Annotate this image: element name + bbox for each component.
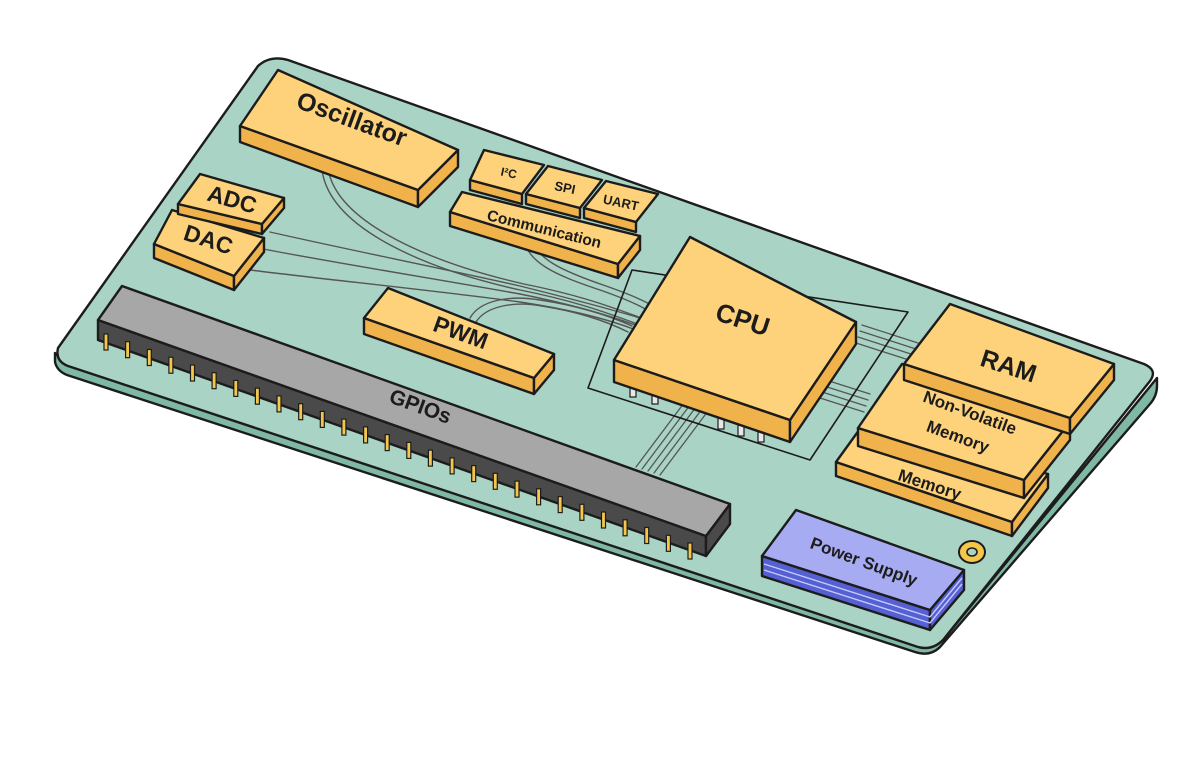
gpio-pin <box>449 457 455 475</box>
uart-chip: UART <box>582 179 660 234</box>
gpio-pin <box>384 434 390 452</box>
adc-dac-module: DAC ADC <box>152 172 286 292</box>
gpio-pin <box>298 403 304 421</box>
gpio-pin <box>276 395 282 413</box>
board-top <box>56 57 1155 650</box>
gpio-pin <box>579 503 585 521</box>
gpio-pin <box>471 465 477 483</box>
cpu-chip: CPU <box>612 235 858 444</box>
gpio-pin <box>341 418 347 436</box>
cpu-footprint <box>587 269 909 461</box>
gpio-pin <box>644 526 650 545</box>
gpio-pin <box>103 333 109 351</box>
wire-bundles <box>249 167 919 476</box>
gpio-pin <box>124 341 131 359</box>
gpio-pin <box>254 387 260 405</box>
i2c-label: I²C <box>500 165 519 182</box>
oscillator-chip: Oscillator <box>238 68 460 209</box>
circuit-board <box>53 57 1159 655</box>
gpio-pin <box>622 519 628 537</box>
gpio-pin <box>492 472 498 490</box>
gpio-pin <box>687 542 693 560</box>
gpio-pin <box>211 372 217 390</box>
pwm-chip: PWM <box>362 286 556 396</box>
gpio-pin <box>319 410 325 428</box>
gpio-pin <box>600 511 607 529</box>
gpio-pin <box>557 496 563 514</box>
spi-label: SPI <box>553 178 577 197</box>
gpio-pin <box>233 379 239 397</box>
i2c-chip: I²C <box>468 148 546 206</box>
gpio-pin <box>146 348 152 367</box>
board-edge <box>53 351 1159 655</box>
spi-chip: SPI <box>524 164 604 220</box>
gpio-pins <box>103 333 693 560</box>
gpio-pin <box>665 534 672 552</box>
gpio-pin <box>406 441 412 459</box>
gpio-pin <box>363 426 369 444</box>
gpio-pin <box>535 488 542 506</box>
communication-module: Communication I²C SPI UART <box>448 148 660 280</box>
gpio-pin <box>427 449 433 467</box>
gpio-pin <box>514 480 520 498</box>
gpio-pin <box>168 356 174 374</box>
uart-label: UART <box>602 192 640 214</box>
mounting-hole <box>958 540 986 564</box>
gpio-pin <box>189 364 196 382</box>
gpio-header: GPIOs <box>96 284 732 560</box>
memory-stack: Memory Non-Volatile Memory RAM <box>834 302 1116 538</box>
